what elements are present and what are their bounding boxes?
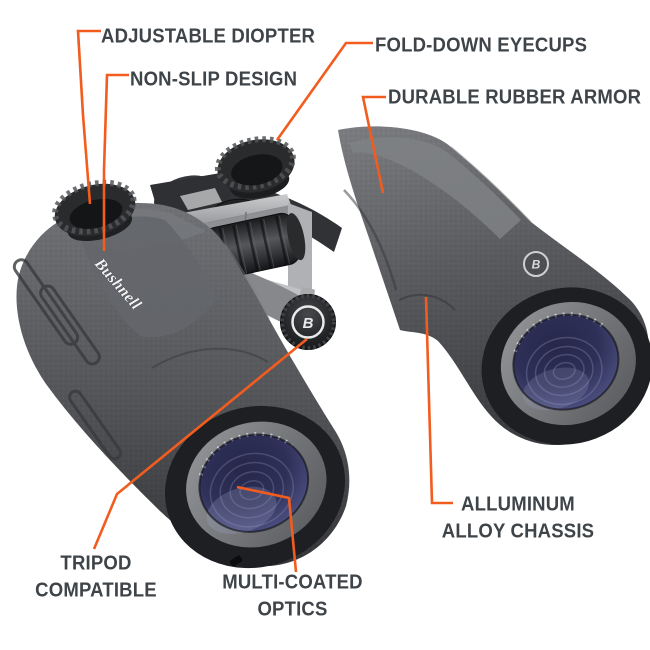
callout-adjustable-diopter: ADJUSTABLE DIOPTER (101, 24, 316, 48)
leader-multi-coated-optics (236, 485, 298, 573)
callout-durable-rubber-armor: DURABLE RUBBER ARMOR (388, 85, 642, 109)
non-slip-front-panel (80, 216, 218, 338)
leader-aluminum-alloy-chassis (424, 296, 453, 505)
leader-adjustable-diopter (76, 29, 101, 205)
svg-text:B: B (532, 258, 541, 272)
callout-fold-down-eyecups: FOLD-DOWN EYECUPS (375, 33, 588, 57)
right-objective-lens (481, 287, 650, 445)
leader-durable-rubber-armor (361, 95, 386, 194)
callout-line: OPTICS (257, 597, 328, 620)
callout-line: MULTI-COATED (222, 571, 363, 594)
callout-non-slip-design: NON-SLIP DESIGN (130, 67, 298, 91)
callout-multi-coated-optics: MULTI-COATED OPTICS (214, 570, 371, 623)
tripod-mount-cap: B (280, 287, 336, 350)
callout-tripod-compatible: TRIPOD COMPATIBLE (29, 551, 164, 604)
callout-line: ALLUMINUM (461, 493, 575, 516)
leader-fold-down-eyecups (275, 41, 373, 141)
callout-line: ALLOY CHASSIS (441, 519, 595, 542)
callout-line: COMPATIBLE (35, 578, 157, 601)
leader-non-slip-design (102, 73, 129, 251)
b-emblem-right-barrel: B (523, 251, 549, 277)
right-barrel: B (338, 126, 650, 446)
callout-aluminum-alloy-chassis: ALLUMINUM ALLOY CHASSIS (436, 492, 599, 545)
leader-lines (76, 29, 453, 573)
callout-line: TRIPOD (60, 552, 132, 575)
leader-tripod-compatible (92, 337, 308, 550)
grip-grooves (12, 258, 123, 461)
right-eyecup (214, 136, 296, 199)
b-emblem-center: B (303, 315, 314, 332)
rubber-armor-top-face (349, 137, 521, 239)
